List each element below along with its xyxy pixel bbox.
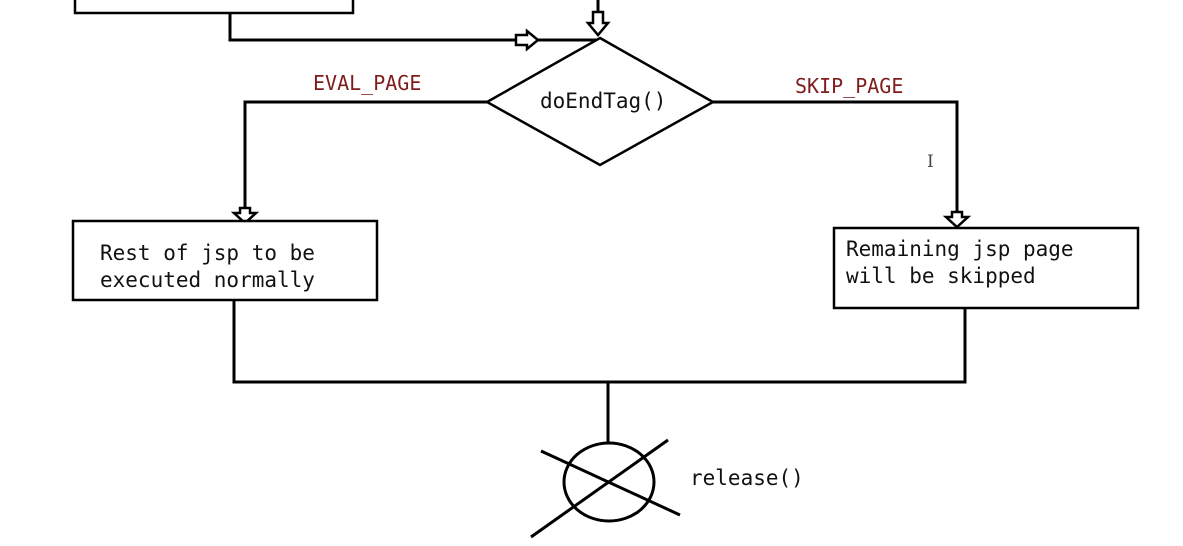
hollow-arrow-icon bbox=[230, 206, 260, 225]
hollow-arrow-icon bbox=[942, 210, 972, 229]
decision-label: doEndTag() bbox=[540, 89, 667, 113]
decision-diamond bbox=[484, 36, 716, 167]
right-box-text: Remaining jsp page will be skipped bbox=[846, 236, 1074, 290]
right-box-line-2: will be skipped bbox=[846, 264, 1036, 288]
hollow-arrow-icon bbox=[585, 10, 611, 37]
text-cursor-icon: I bbox=[927, 152, 934, 172]
left-result-box bbox=[71, 219, 379, 302]
left-box-line-1: Rest of jsp to be bbox=[100, 241, 315, 265]
release-label: release() bbox=[690, 466, 804, 490]
connector-prev-to-decision bbox=[228, 13, 598, 42]
left-box-text: Rest of jsp to be executed normally bbox=[100, 240, 315, 294]
left-box-line-2: executed normally bbox=[100, 268, 315, 292]
crossed-circle-icon bbox=[530, 438, 681, 539]
eval-page-label: EVAL_PAGE bbox=[313, 71, 422, 95]
right-result-box bbox=[832, 226, 1140, 310]
previous-step-box bbox=[73, 0, 355, 15]
connector-merge bbox=[232, 300, 967, 384]
right-box-line-1: Remaining jsp page bbox=[846, 237, 1074, 261]
connector-skip-page bbox=[713, 100, 959, 214]
skip-page-label: SKIP_PAGE bbox=[795, 74, 904, 98]
connector-eval-page bbox=[243, 100, 487, 210]
hollow-arrow-icon bbox=[514, 28, 540, 52]
